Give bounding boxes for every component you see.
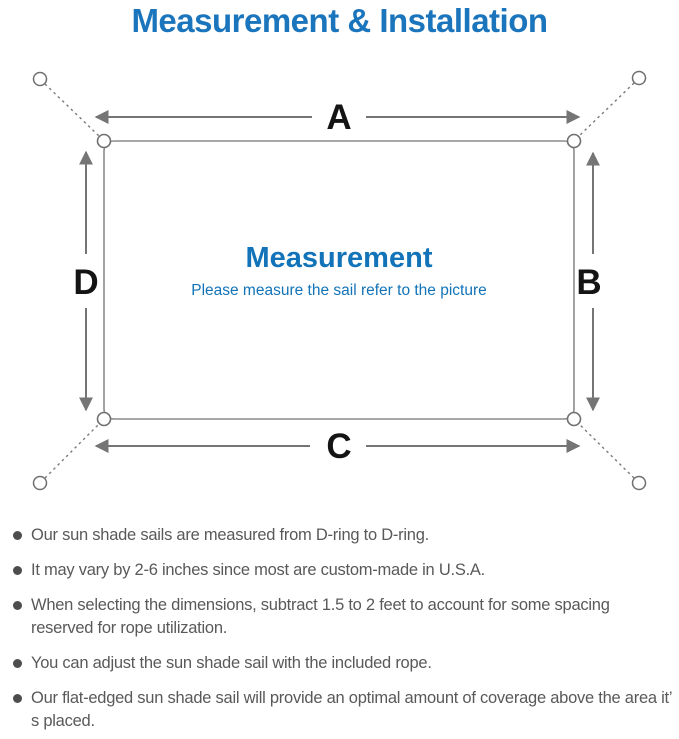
list-item: You can adjust the sun shade sail with t… bbox=[13, 652, 675, 675]
dimension-label-c: C bbox=[326, 427, 351, 466]
anchor-point-icon-bottom-left bbox=[32, 475, 48, 491]
d-rings bbox=[96, 133, 582, 427]
note-text: When selecting the dimensions, subtract … bbox=[31, 596, 610, 637]
page-title: Measurement & Installation bbox=[131, 2, 548, 39]
anchor-point-icon-top-left bbox=[32, 71, 48, 87]
list-item: Our flat-edged sun shade sail will provi… bbox=[13, 687, 675, 733]
d-ring-icon-top-right bbox=[566, 133, 582, 149]
bullet-icon bbox=[13, 694, 22, 703]
anchor-points bbox=[32, 70, 647, 491]
bullet-icon bbox=[13, 601, 22, 610]
center-caption: Please measure the sail refer to the pic… bbox=[191, 282, 487, 299]
bullet-icon bbox=[13, 566, 22, 575]
rope-dashed-line-top-left bbox=[44, 83, 100, 137]
rope-lines bbox=[44, 82, 635, 479]
d-ring-icon-bottom-left bbox=[96, 411, 112, 427]
dimension-label-a: A bbox=[326, 98, 351, 137]
note-text: Our sun shade sails are measured from D-… bbox=[31, 526, 429, 544]
rope-dashed-line-bottom-right bbox=[578, 423, 635, 479]
notes-list: Our sun shade sails are measured from D-… bbox=[0, 524, 679, 739]
bullet-icon bbox=[13, 531, 22, 540]
note-text: Our flat-edged sun shade sail will provi… bbox=[31, 689, 672, 730]
center-heading: Measurement bbox=[246, 242, 433, 274]
anchor-point-icon-bottom-right bbox=[631, 475, 647, 491]
d-ring-icon-top-left bbox=[96, 133, 112, 149]
dimension-arrows bbox=[79, 110, 600, 453]
note-text: You can adjust the sun shade sail with t… bbox=[31, 654, 432, 672]
bullet-icon bbox=[13, 659, 22, 668]
rope-dashed-line-bottom-left bbox=[44, 423, 100, 479]
list-item: Our sun shade sails are measured from D-… bbox=[13, 524, 675, 547]
measurement-diagram: A B C D Measurement Please measure the s… bbox=[32, 70, 647, 491]
rope-dashed-line-top-right bbox=[578, 82, 635, 137]
anchor-point-icon-top-right bbox=[631, 70, 647, 86]
list-item: It may vary by 2-6 inches since most are… bbox=[13, 559, 675, 582]
list-item: When selecting the dimensions, subtract … bbox=[13, 594, 675, 640]
dimension-label-b: B bbox=[576, 263, 601, 302]
note-text: It may vary by 2-6 inches since most are… bbox=[31, 561, 486, 579]
dimension-label-d: D bbox=[73, 263, 98, 302]
sail-outline bbox=[103, 140, 575, 420]
d-ring-icon-bottom-right bbox=[566, 411, 582, 427]
